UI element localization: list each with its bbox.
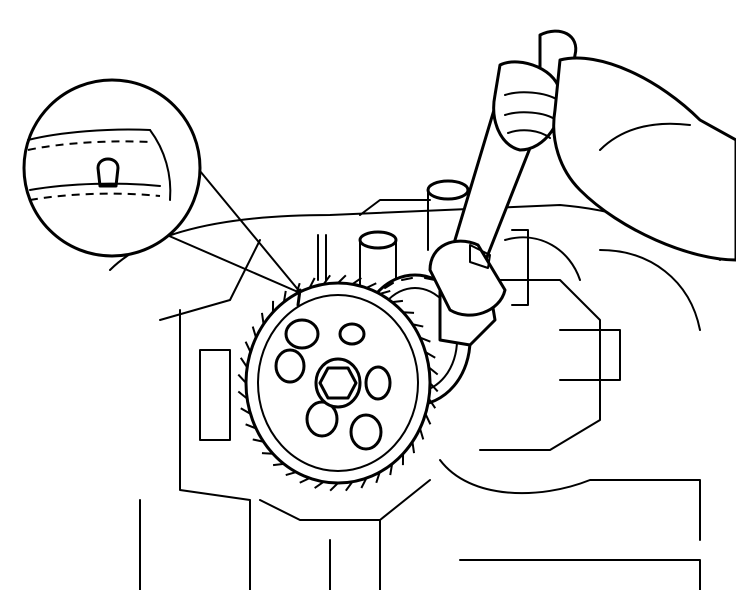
sprocket-tooth — [403, 311, 415, 314]
sprocket-tooth — [429, 382, 439, 393]
sprocket-tooth — [379, 289, 391, 295]
sprocket-tooth — [428, 366, 439, 376]
sprocket-tooth — [412, 323, 424, 328]
sprocket-tooth — [351, 277, 362, 286]
sprocket-tooth — [299, 477, 310, 484]
sprocket-tooth — [272, 462, 285, 467]
sprocket-tooth — [391, 299, 404, 304]
sprocket-tooth — [237, 373, 247, 384]
sprocket-tooth — [308, 277, 316, 289]
sprocket-tooth — [245, 423, 257, 430]
sprocket-tooth — [345, 481, 354, 492]
sprocket-tooth — [260, 312, 265, 325]
sprocket-hole-left — [274, 348, 306, 384]
sprocket-hole-upper-right — [338, 322, 366, 346]
sprocket-tooth — [237, 390, 248, 400]
sprocket-tooth — [252, 438, 264, 443]
sprocket-tooth — [337, 274, 347, 284]
sprocket-tooth — [239, 357, 248, 368]
sprocket-tooth — [282, 290, 287, 303]
sprocket-tooth — [261, 452, 273, 455]
sprocket-tooth — [419, 428, 425, 440]
sprocket-tooth — [411, 441, 416, 454]
sprocket-tooth — [329, 482, 339, 492]
sprocket-tooth — [424, 351, 436, 359]
magnified-inset — [22, 78, 301, 293]
sprocket-tooth — [428, 398, 437, 409]
sprocket-tooth — [389, 463, 394, 476]
sprocket-hole-bottom-left — [305, 400, 339, 438]
sprocket-tooth — [285, 471, 297, 477]
sprocket-tooth — [419, 336, 431, 343]
hand — [492, 29, 736, 262]
sprocket-tooth — [366, 282, 377, 289]
sprocket-tooth — [375, 471, 381, 484]
sprocket-tooth — [244, 341, 252, 353]
sprocket-hole-top — [284, 318, 320, 350]
sprocket-tooth — [322, 274, 331, 285]
sprocket-tooth — [240, 407, 252, 415]
bolt — [314, 357, 362, 409]
sprocket-hole-right — [364, 365, 392, 401]
sprocket-tooth — [424, 413, 432, 425]
sprocket-hole-bottom-right — [349, 413, 383, 451]
sprocket-tooth — [251, 326, 257, 338]
sprocket-tooth — [314, 480, 325, 489]
sprocket-tooth — [360, 477, 368, 489]
